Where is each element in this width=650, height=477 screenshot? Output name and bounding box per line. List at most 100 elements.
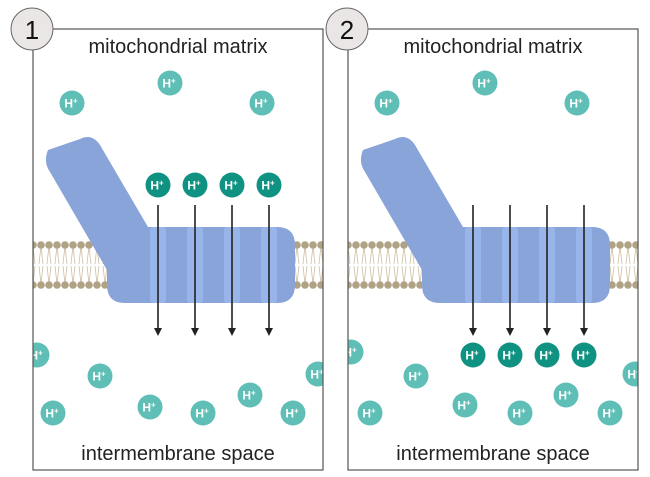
lipid-tail xyxy=(38,245,44,285)
proton-light: H+ xyxy=(33,342,50,368)
lipid-head xyxy=(33,241,37,249)
proton-circle xyxy=(472,70,498,96)
lipid-head xyxy=(293,241,301,249)
lipid-head xyxy=(392,241,400,249)
lipid-tail xyxy=(318,245,323,285)
arrow-down xyxy=(543,205,551,336)
lipid-head xyxy=(293,281,301,289)
lipid-head xyxy=(608,281,616,289)
lipid-head xyxy=(360,241,368,249)
proton-light: H+ xyxy=(357,400,383,426)
lipid-head xyxy=(61,281,69,289)
lipid-head xyxy=(69,241,77,249)
lipid-tail xyxy=(62,245,68,285)
panel-content: H+H+H+H+H+H+H+H+H+H+H+H+H+H+H+ xyxy=(348,70,638,426)
lipid-tail xyxy=(633,245,638,285)
proton-light: H+ xyxy=(249,90,275,116)
lipid-head xyxy=(37,241,45,249)
lipid-tail xyxy=(369,245,375,285)
lipid-head xyxy=(301,241,309,249)
proton-light: H+ xyxy=(597,400,623,426)
lipid-head xyxy=(616,281,624,289)
proton-dark: H+ xyxy=(571,342,597,368)
proton-circle xyxy=(237,382,263,408)
proton-circle xyxy=(190,400,216,426)
proton-circle xyxy=(597,400,623,426)
lipid-head xyxy=(317,241,323,249)
step-number-badge: 1 xyxy=(10,7,54,51)
lipid-tail xyxy=(625,245,631,285)
proton-light: H+ xyxy=(157,70,183,96)
protein-body xyxy=(45,137,295,303)
proton-circle xyxy=(497,342,523,368)
lipid-tail xyxy=(78,245,84,285)
proton-dark: H+ xyxy=(460,342,486,368)
lipid-tail xyxy=(302,245,308,285)
proton-circle xyxy=(534,342,560,368)
lipid-tail xyxy=(33,245,36,285)
proton-light: H+ xyxy=(87,363,113,389)
panel-frame xyxy=(32,28,324,471)
lipid-head xyxy=(85,281,93,289)
lipid-head xyxy=(309,281,317,289)
lipid-tail xyxy=(409,245,415,285)
lipid-tail xyxy=(385,245,391,285)
lipid-tail xyxy=(94,245,100,285)
proton-dark: H+ xyxy=(145,172,171,198)
lipid-head xyxy=(101,281,109,289)
proton-light: H+ xyxy=(137,394,163,420)
proton-circle xyxy=(59,90,85,116)
proton-light: H+ xyxy=(374,90,400,116)
lipid-head xyxy=(416,281,424,289)
lipid-head xyxy=(61,241,69,249)
panel-2: H+H+H+H+H+H+H+H+H+H+H+H+H+H+H+mitochondr… xyxy=(325,7,639,471)
lipid-head xyxy=(400,281,408,289)
lipid-head xyxy=(384,241,392,249)
lipid-tail xyxy=(361,245,367,285)
proton-circle xyxy=(452,392,478,418)
proton-light: H+ xyxy=(59,90,85,116)
arrow-down xyxy=(580,205,588,336)
proton-dark: H+ xyxy=(534,342,560,368)
arrow-down xyxy=(469,205,477,336)
proton-dark: H+ xyxy=(256,172,282,198)
proton-circle xyxy=(182,172,208,198)
lipid-head xyxy=(632,241,638,249)
proton-circle xyxy=(357,400,383,426)
arrow-down xyxy=(228,205,236,336)
lipid-head xyxy=(624,241,632,249)
step-number: 1 xyxy=(25,15,39,45)
lipid-head xyxy=(608,241,616,249)
proton-circle xyxy=(305,361,323,387)
label-mitochondrial-matrix: mitochondrial matrix xyxy=(89,36,268,58)
proton-circle xyxy=(374,90,400,116)
proton-circle xyxy=(256,172,282,198)
lipid-head xyxy=(616,241,624,249)
lipid-head xyxy=(77,241,85,249)
protein-body xyxy=(360,137,610,303)
lipid-head xyxy=(301,281,309,289)
lipid-tail xyxy=(310,245,316,285)
panel-1: H+H+H+H+H+H+H+H+H+H+H+H+H+H+H+mitochondr… xyxy=(10,7,324,471)
proton-circle xyxy=(507,400,533,426)
proton-circle xyxy=(622,361,638,387)
proton-light: H+ xyxy=(403,363,429,389)
lipid-head xyxy=(309,241,317,249)
proton-circle xyxy=(157,70,183,96)
lipid-head xyxy=(77,281,85,289)
proton-circle xyxy=(137,394,163,420)
step-number-badge: 2 xyxy=(325,7,369,51)
lipid-tail xyxy=(353,245,359,285)
lipid-head xyxy=(348,241,352,249)
proton-circle xyxy=(40,400,66,426)
lipid-head xyxy=(624,281,632,289)
proton-circle xyxy=(280,400,306,426)
lipid-head xyxy=(93,281,101,289)
proton-circle xyxy=(564,90,590,116)
arrow-down xyxy=(191,205,199,336)
proton-circle xyxy=(145,172,171,198)
arrow-down xyxy=(154,205,162,336)
proton-light: H+ xyxy=(553,382,579,408)
lipid-head xyxy=(368,281,376,289)
